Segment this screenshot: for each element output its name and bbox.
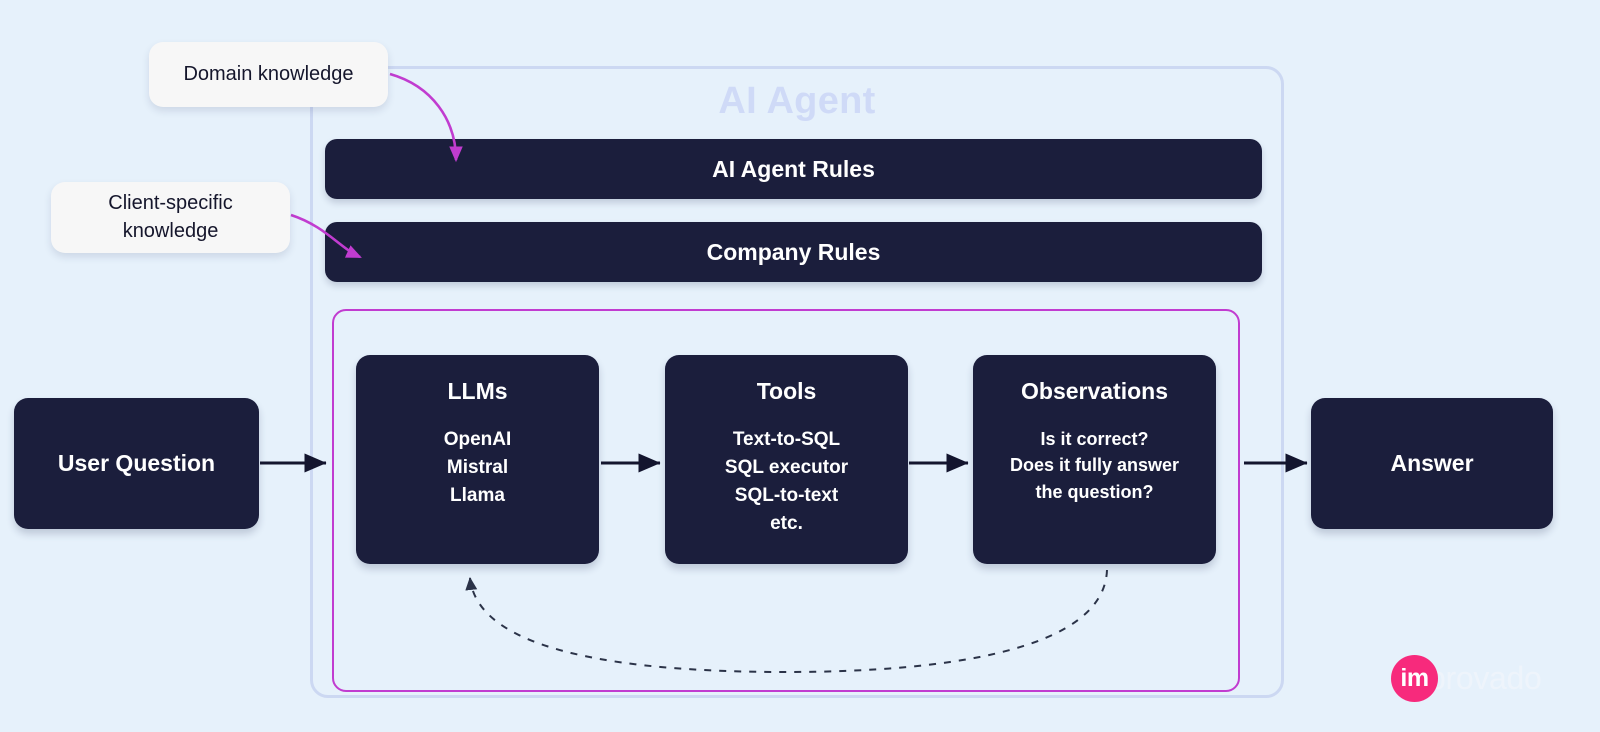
user-question-box: User Question [14,398,259,529]
node-observations: Observations Is it correct? Does it full… [973,355,1216,564]
ai-agent-rules-label: AI Agent Rules [712,155,875,182]
node-tools-title: Tools [756,378,817,404]
ai-agent-rules-box: AI Agent Rules [325,139,1262,199]
callout-domain-knowledge: Domain knowledge [149,42,388,107]
improvado-logo: im provado [1391,652,1551,704]
node-observations-items: Is it correct? Does it fully answer the … [1009,428,1180,502]
agent-loop-container [332,309,1240,692]
improvado-logo-wordmark: provado [1428,659,1542,696]
ai-agent-title: AI Agent [718,80,876,122]
callout-domain-knowledge-label: Domain knowledge [183,62,354,85]
improvado-logo-mark: im [1391,654,1438,702]
node-llms: LLMs OpenAI Mistral Llama [356,355,599,564]
node-observations-title: Observations [1021,378,1168,404]
node-llms-items: OpenAI Mistral Llama [443,428,512,506]
node-tools-items: Text-to-SQL SQL executor SQL-to-text etc… [724,428,849,534]
callout-client-specific-knowledge: Client-specific knowledge [51,182,290,253]
callout-client-specific-knowledge-label: Client-specific knowledge [108,191,233,242]
answer-label: Answer [1390,450,1474,476]
node-tools: Tools Text-to-SQL SQL executor SQL-to-te… [665,355,908,564]
company-rules-box: Company Rules [325,222,1262,282]
node-llms-title: LLMs [447,378,508,404]
ai-agent-container [310,66,1284,698]
user-question-label: User Question [57,450,216,476]
answer-box: Answer [1311,398,1553,529]
company-rules-label: Company Rules [706,238,881,265]
